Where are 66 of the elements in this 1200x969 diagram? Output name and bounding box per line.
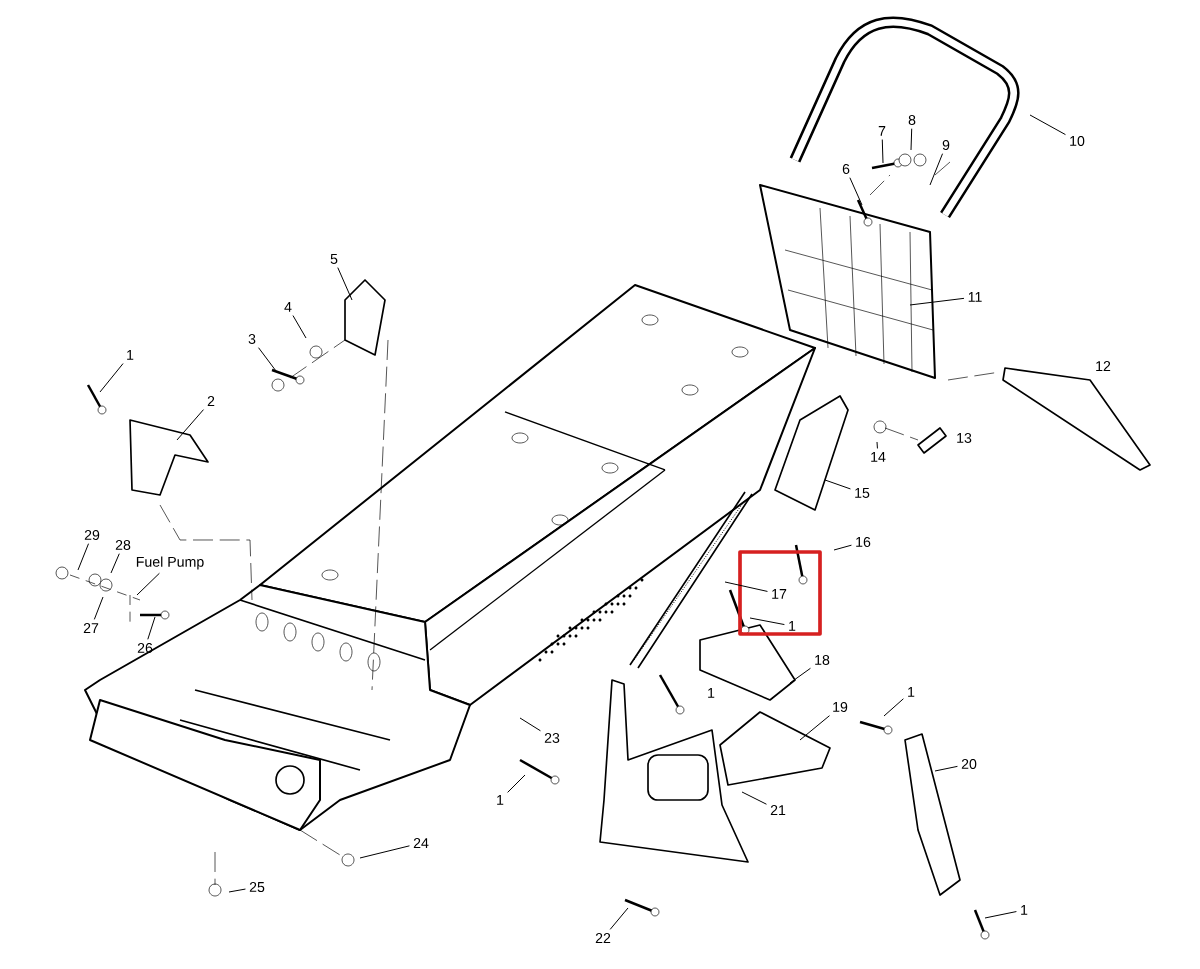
callout-number: 1 (789, 621, 796, 631)
leader-line (789, 667, 811, 684)
leader-line (724, 581, 768, 592)
leader-line (359, 845, 410, 859)
callout-number: 23 (544, 733, 560, 743)
callout-number: 2 (207, 396, 215, 406)
leader-line (741, 791, 767, 805)
leader-line (929, 153, 944, 186)
callout-number: 8 (908, 115, 916, 125)
leader-line (136, 572, 160, 596)
callout-number: 5 (330, 254, 338, 264)
leader-line (749, 617, 785, 626)
callout-number: 9 (942, 140, 950, 150)
callout-number: 18 (815, 655, 830, 665)
leader-line (824, 479, 851, 490)
callout-number: 20 (961, 759, 977, 769)
callout-number: 1 (708, 688, 715, 698)
leader-line (507, 774, 526, 793)
callout-number: 13 (957, 433, 972, 443)
leader-line (934, 765, 958, 772)
part-label: Fuel Pump (136, 556, 204, 570)
callout-number: 24 (413, 838, 429, 848)
callout-number: 21 (770, 805, 786, 815)
leader-line (909, 297, 965, 306)
leader-line (77, 543, 90, 571)
callout-number: 1 (127, 350, 134, 360)
callout-number: 3 (248, 334, 256, 344)
callout-number: 15 (855, 488, 870, 498)
leader-line (519, 717, 541, 732)
leader-line (93, 596, 104, 620)
leader-line (799, 715, 830, 741)
leader-line (849, 177, 863, 206)
callout-number: 27 (83, 623, 99, 633)
leader-line (883, 698, 904, 717)
callout-number: 6 (842, 164, 850, 174)
callout-number: 17 (772, 589, 787, 599)
callout-number: 22 (595, 933, 611, 943)
leader-line (99, 363, 124, 393)
leader-line (881, 139, 884, 164)
leader-line (984, 911, 1017, 919)
leader-line (910, 128, 913, 151)
leader-line (609, 907, 629, 930)
callout-number: 10 (1070, 136, 1085, 146)
leader-line (147, 616, 156, 640)
leader-line (176, 409, 204, 441)
callout-number: 28 (115, 540, 131, 550)
leader-line (833, 544, 852, 551)
callout-number: 12 (1096, 361, 1111, 371)
leader-line (876, 441, 878, 449)
callout-number: 4 (284, 302, 292, 312)
leader-line (292, 315, 307, 339)
callout-number: 19 (833, 702, 848, 712)
leader-line (337, 267, 353, 301)
leader-line (228, 888, 246, 893)
callout-number: 14 (871, 452, 886, 462)
callout-number: 1 (497, 795, 504, 805)
leader-line (1029, 114, 1066, 136)
leader-line (258, 347, 277, 372)
callout-number: 1 (1021, 905, 1028, 915)
callout-number: 25 (249, 882, 265, 892)
callout-number: 11 (968, 292, 982, 302)
callout-number: 7 (878, 126, 886, 136)
callout-number: 16 (856, 537, 871, 547)
leader-line (110, 553, 120, 574)
callout-number: 29 (84, 530, 100, 540)
callout-number: 1 (908, 687, 915, 697)
